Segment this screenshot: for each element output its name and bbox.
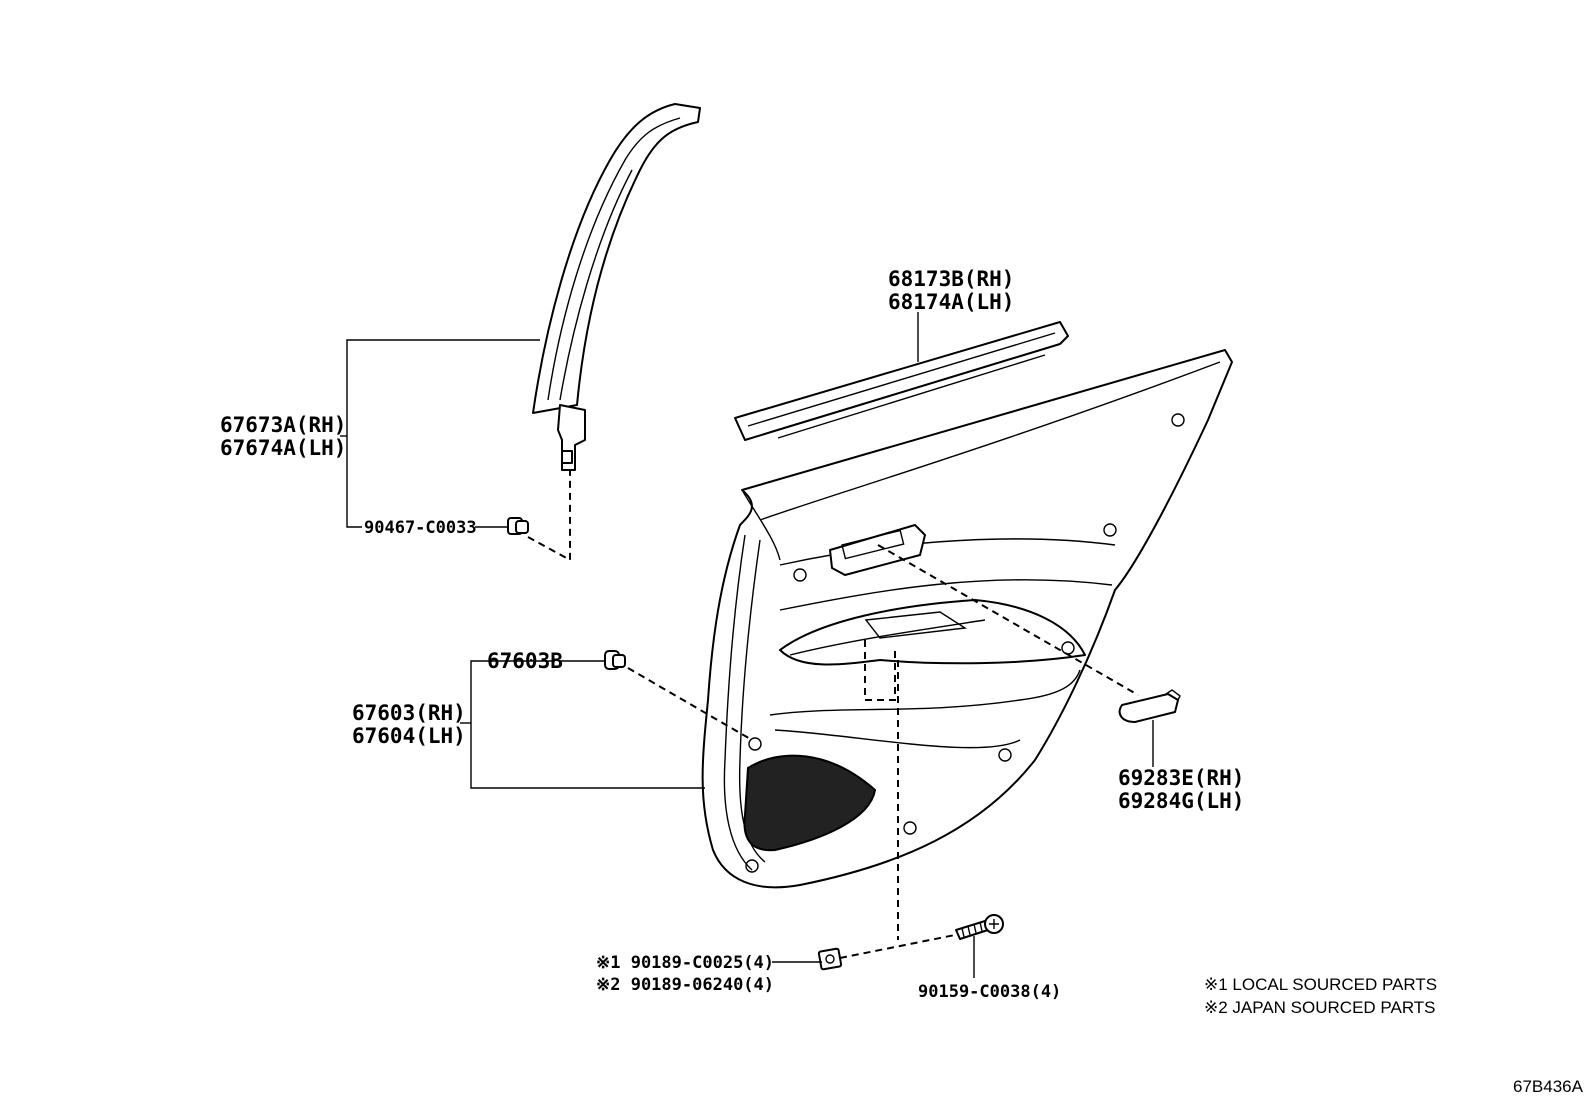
- label-nut-japan: ※2 90189-06240(4): [596, 975, 774, 995]
- label-pillar-garnish-rh: 67673A(RH): [220, 413, 346, 437]
- door-handle: [1118, 689, 1181, 723]
- label-handle-rh: 69283E(RH): [1118, 766, 1244, 790]
- nut-dashline: [839, 934, 956, 959]
- note-japan-sourced: ※2 JAPAN SOURCED PARTS: [1204, 998, 1436, 1017]
- switch-dashline: [864, 640, 896, 701]
- label-handle-lh: 69284G(LH): [1118, 789, 1244, 813]
- note-local-sourced: ※1 LOCAL SOURCED PARTS: [1204, 975, 1437, 994]
- pillar-garnish-leader: [340, 339, 540, 528]
- label-pillar-garnish-lh: 67674A(LH): [220, 436, 346, 460]
- label-clip-67603b: 67603B: [487, 649, 563, 673]
- label-trim-board-rh: 67603(RH): [352, 701, 466, 725]
- label-trim-board-lh: 67604(LH): [352, 724, 466, 748]
- label-nut-local: ※1 90189-C0025(4): [596, 953, 774, 973]
- label-weatherstrip-rh: 68173B(RH): [888, 267, 1014, 291]
- label-screw: 90159-C0038(4): [918, 982, 1061, 1002]
- handle-dashline: [877, 544, 1139, 696]
- nut-icon: [817, 947, 843, 971]
- clip-67603b-icon: [604, 650, 626, 670]
- weatherstrip: [734, 321, 1069, 441]
- screw-icon: [955, 914, 1004, 940]
- clip-90467-dashline: [527, 470, 571, 562]
- label-weatherstrip-lh: 68174A(LH): [888, 290, 1014, 314]
- diagram-code: 67B436A: [1513, 1077, 1584, 1096]
- clip-90467-icon: [507, 517, 529, 535]
- trim-board-leader: [460, 660, 705, 789]
- label-clip-90467: 90467-C0033: [364, 518, 477, 538]
- door-trim-board: [701, 349, 1233, 889]
- pillar-garnish: [532, 103, 701, 471]
